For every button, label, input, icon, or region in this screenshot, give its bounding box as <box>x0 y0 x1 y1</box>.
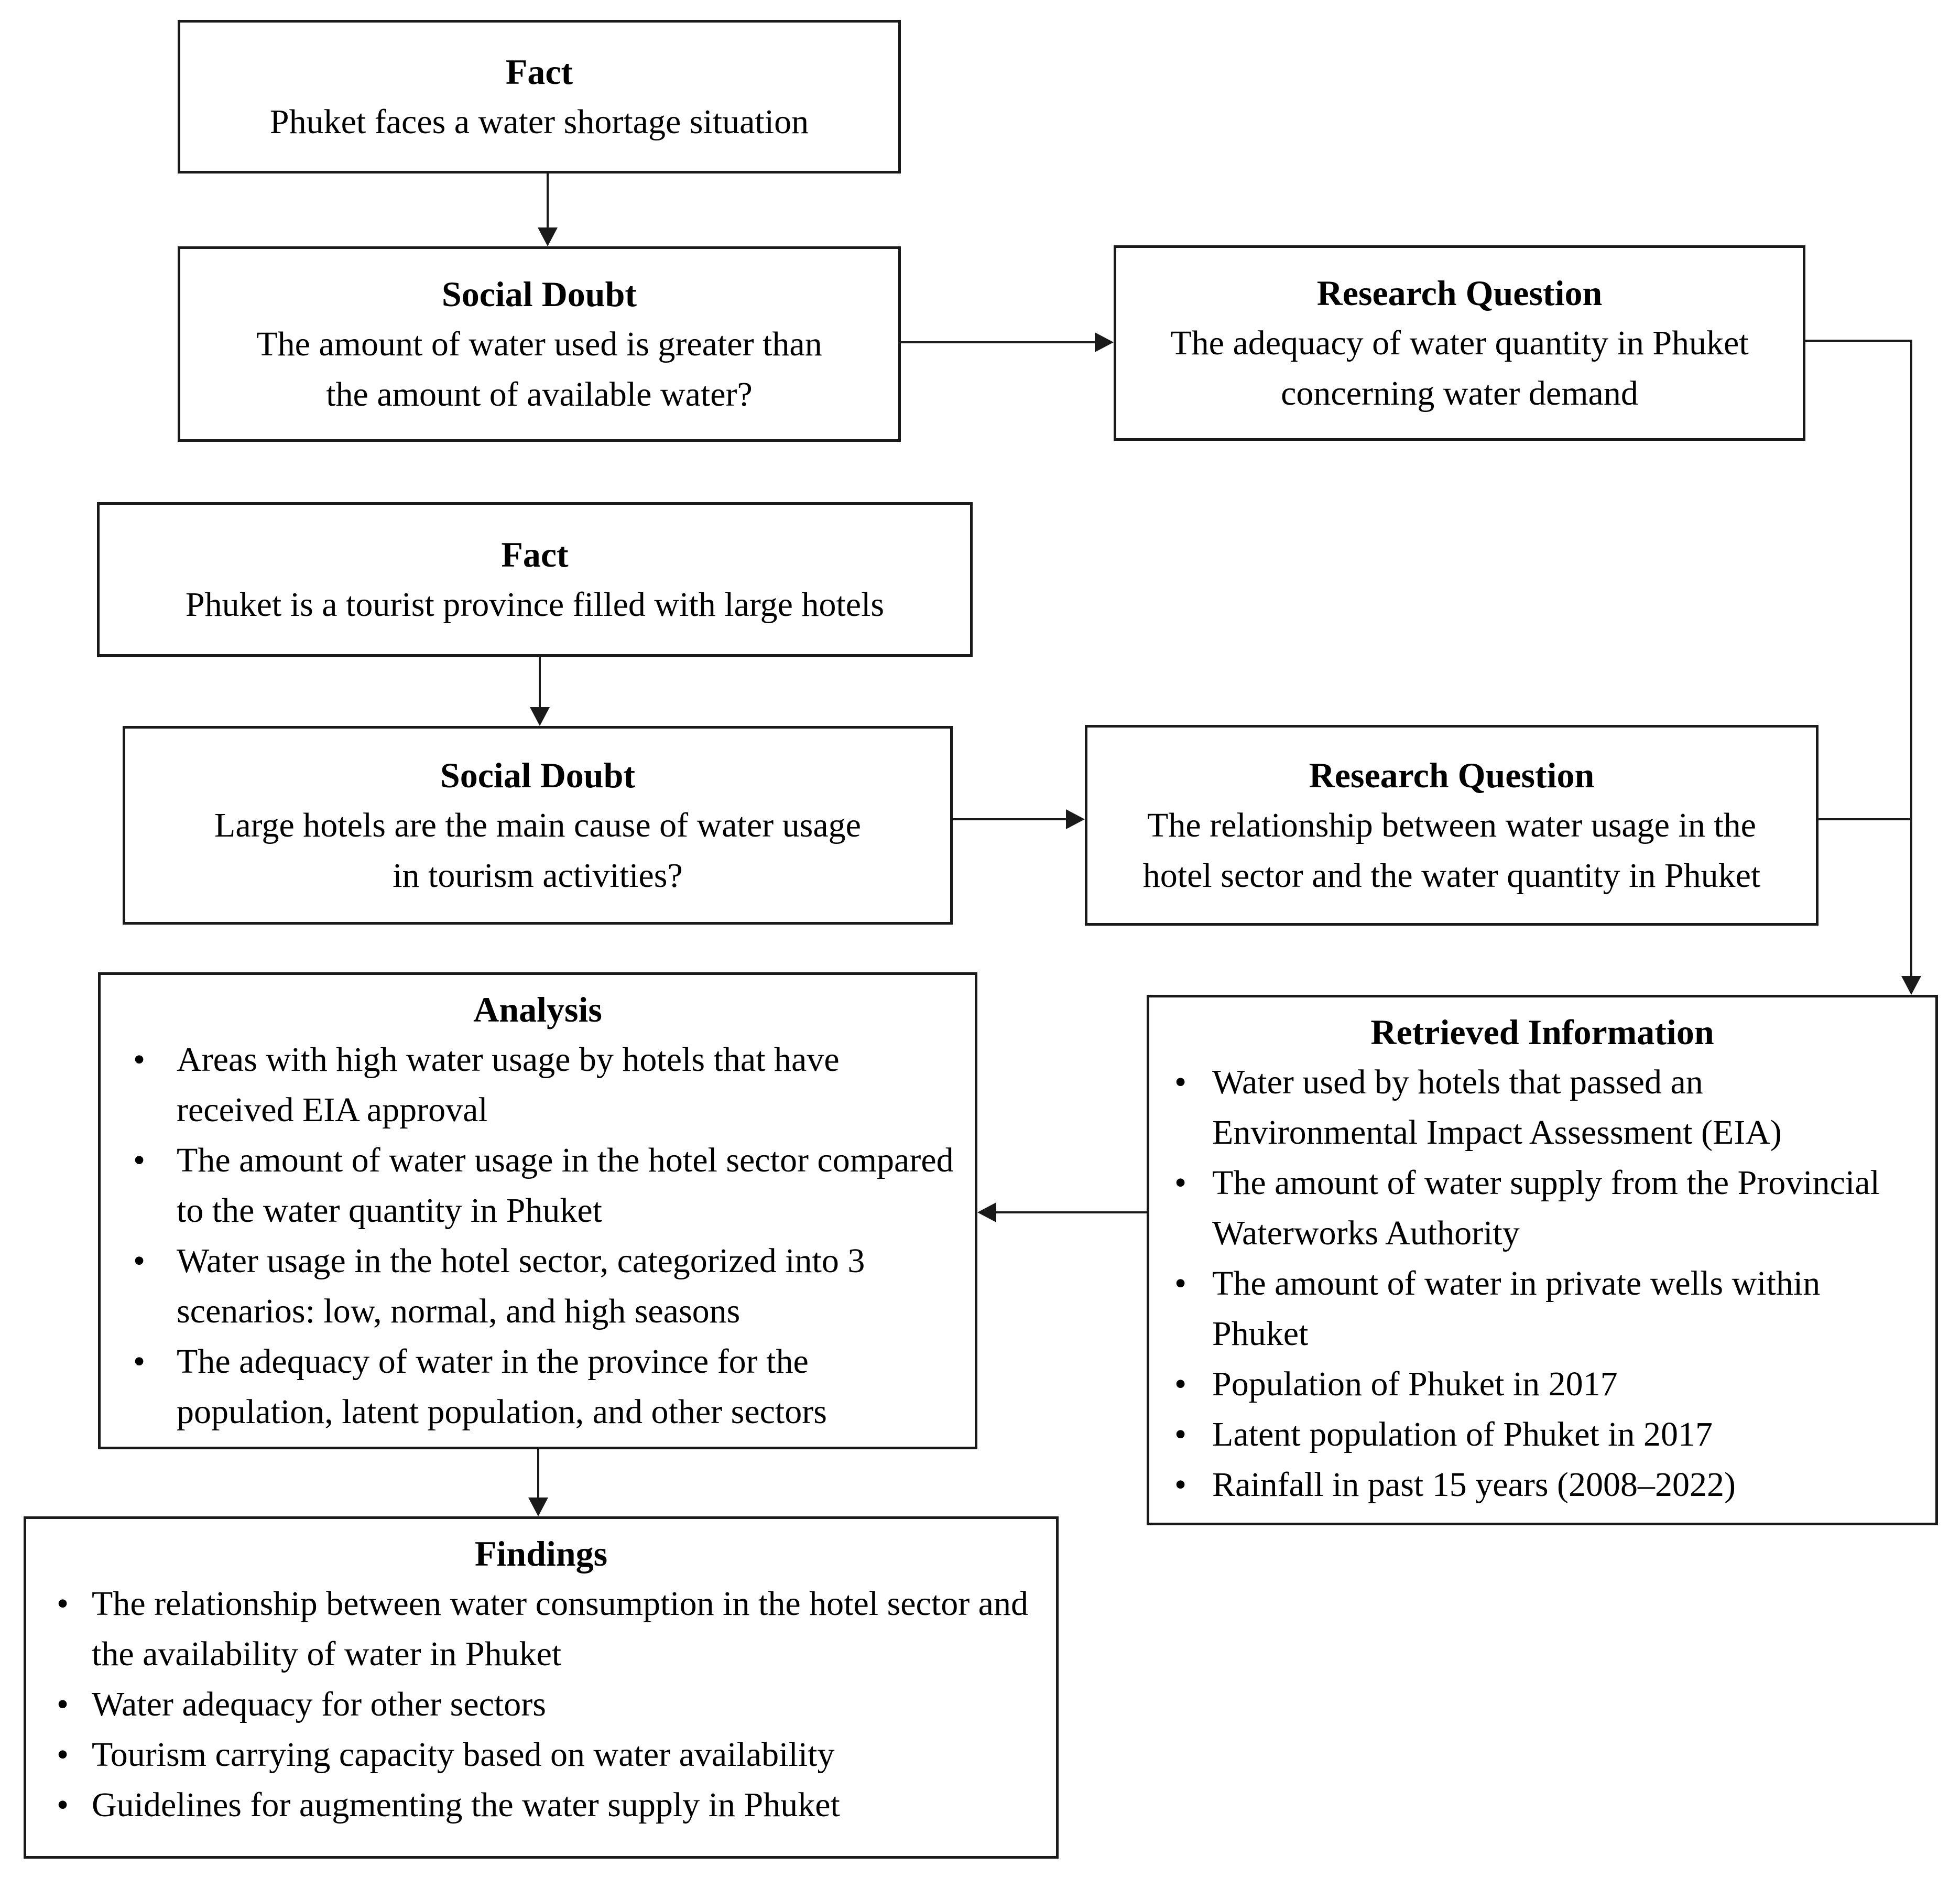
social-doubt1-body-line: The amount of water used is greater than <box>256 324 822 363</box>
arrow-social-doubt1-to-research-question1-line <box>901 341 1096 343</box>
research-question2-title: Research Question <box>1309 755 1595 795</box>
social-doubt2-body-line: in tourism activities? <box>393 856 683 895</box>
social-doubt2-body-line: Large hotels are the main cause of water… <box>214 806 861 844</box>
retrieved-information-bullet: Water used by hotels that passed an Envi… <box>1149 1057 1935 1158</box>
social-doubt1-body-line: the amount of available water? <box>326 375 753 414</box>
findings-title: Findings <box>474 1534 608 1574</box>
arrow-fact1-to-social-doubt1-line <box>547 173 549 227</box>
connector-research-question1-elbow <box>1805 340 1912 342</box>
arrow-fact1-to-social-doubt1-head <box>538 227 558 246</box>
research-question1-title: Research Question <box>1316 273 1603 313</box>
research-question2-body-line: hotel sector and the water quantity in P… <box>1142 856 1761 895</box>
retrieved-information-bullet: The amount of water supply from the Prov… <box>1149 1158 1935 1258</box>
findings-bullet: Guidelines for augmenting the water supp… <box>26 1780 1056 1830</box>
fact2-box: Fact Phuket is a tourist province filled… <box>97 502 973 657</box>
research-question1-body-line: The adequacy of water quantity in Phuket <box>1170 323 1749 362</box>
arrow-social-doubt2-to-research-question2-line <box>953 818 1066 820</box>
findings-bullet-list: The relationship between water consumpti… <box>26 1579 1056 1830</box>
arrow-analysis-to-findings-head <box>528 1498 548 1516</box>
findings-box: Findings The relationship between water … <box>24 1516 1059 1859</box>
findings-bullet: The relationship between water consumpti… <box>26 1579 1056 1679</box>
arrow-analysis-to-findings-line <box>537 1449 539 1499</box>
social-doubt2-box: Social Doubt Large hotels are the main c… <box>123 726 953 925</box>
arrow-retrieved-information-to-analysis-line <box>995 1211 1147 1213</box>
retrieved-information-box: Retrieved Information Water used by hote… <box>1147 995 1938 1525</box>
social-doubt1-title: Social Doubt <box>441 274 637 314</box>
analysis-bullet: The adequacy of water in the province fo… <box>101 1337 975 1437</box>
fact1-title: Fact <box>505 51 573 92</box>
research-question1-box: Research Question The adequacy of water … <box>1114 245 1805 441</box>
research-question2-body-line: The relationship between water usage in … <box>1147 806 1756 844</box>
arrow-social-doubt1-to-research-question1-head <box>1095 332 1114 352</box>
retrieved-information-bullet: Rainfall in past 15 years (2008–2022) <box>1149 1460 1935 1510</box>
retrieved-information-bullet: Population of Phuket in 2017 <box>1149 1359 1935 1409</box>
arrow-fact2-to-social-doubt2-line <box>539 657 541 707</box>
analysis-bullet: The amount of water usage in the hotel s… <box>101 1135 975 1236</box>
retrieved-information-bullet-list: Water used by hotels that passed an Envi… <box>1149 1057 1935 1510</box>
analysis-box: Analysis Areas with high water usage by … <box>98 972 977 1449</box>
retrieved-information-bullet: Latent population of Phuket in 2017 <box>1149 1409 1935 1460</box>
social-doubt1-box: Social Doubt The amount of water used is… <box>178 246 901 442</box>
retrieved-information-title: Retrieved Information <box>1370 1012 1714 1052</box>
analysis-bullet: Areas with high water usage by hotels th… <box>101 1035 975 1135</box>
social-doubt2-title: Social Doubt <box>440 755 636 795</box>
retrieved-information-bullet: The amount of water in private wells wit… <box>1149 1258 1935 1359</box>
arrow-into-retrieved-information-head <box>1901 976 1921 995</box>
connector-research-question2-join <box>1819 818 1912 820</box>
arrow-social-doubt2-to-research-question2-head <box>1066 809 1085 829</box>
research-question2-box: Research Question The relationship betwe… <box>1085 725 1819 926</box>
fact2-body-line: Phuket is a tourist province filled with… <box>185 585 885 624</box>
analysis-bullet-list: Areas with high water usage by hotels th… <box>101 1035 975 1437</box>
fact1-body-line: Phuket faces a water shortage situation <box>269 102 809 141</box>
analysis-bullet: Water usage in the hotel sector, categor… <box>101 1236 975 1337</box>
fact1-box: Fact Phuket faces a water shortage situa… <box>178 20 901 173</box>
research-question1-body-line: concerning water demand <box>1281 374 1638 413</box>
arrow-retrieved-information-to-analysis-head <box>977 1202 996 1222</box>
analysis-title: Analysis <box>473 990 602 1029</box>
connector-right-vertical <box>1910 340 1912 976</box>
findings-bullet: Tourism carrying capacity based on water… <box>26 1730 1056 1780</box>
findings-bullet: Water adequacy for other sectors <box>26 1679 1056 1730</box>
fact2-title: Fact <box>501 534 569 574</box>
arrow-fact2-to-social-doubt2-head <box>530 707 550 726</box>
